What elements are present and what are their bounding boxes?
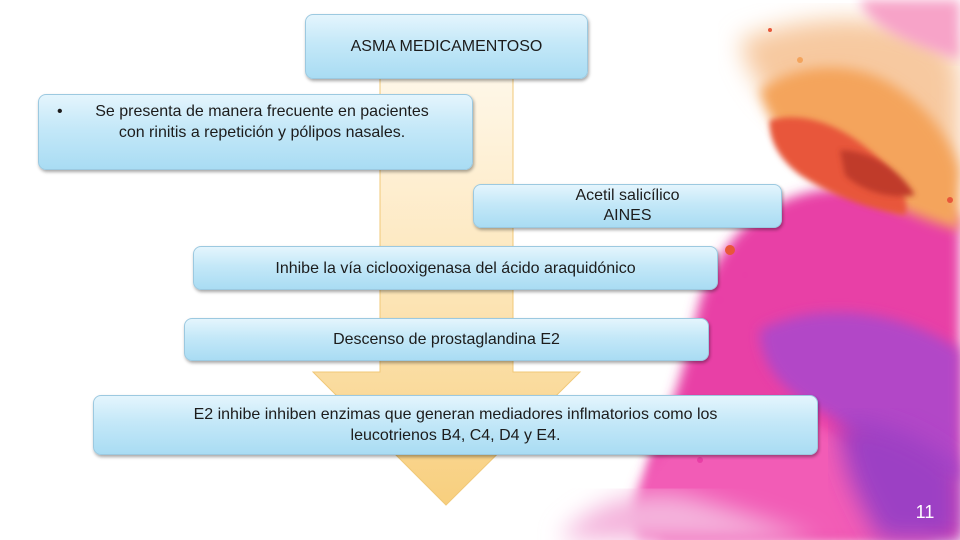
page-number: 11 (915, 502, 935, 522)
step-inhibe-box: Inhibe la vía ciclooxigenasa del ácido a… (193, 246, 718, 290)
drugs-box: Acetil salicílico AINES (473, 184, 782, 228)
step-e2-line1: E2 inhibe inhiben enzimas que generan me… (193, 406, 718, 423)
step-e2-line2: leucotrienos B4, C4, D4 y E4. (350, 427, 561, 444)
step-descenso-box: Descenso de prostaglandina E2 (184, 318, 709, 361)
step-inhibe-text: Inhibe la vía ciclooxigenasa del ácido a… (275, 259, 636, 277)
diagram-title: ASMA MEDICAMENTOSO (350, 38, 543, 55)
drug-nsaids: AINES (603, 207, 652, 224)
bullet-symbol: • (57, 103, 63, 120)
title-box: ASMA MEDICAMENTOSO (305, 14, 588, 79)
bullet-box: • Se presenta de manera frecuente en pac… (38, 94, 473, 170)
step-e2-box: E2 inhibe inhiben enzimas que generan me… (93, 395, 818, 455)
bullet-item: • Se presenta de manera frecuente en pac… (57, 101, 437, 143)
drug-aspirin: Acetil salicílico (575, 187, 680, 204)
step-descenso-text: Descenso de prostaglandina E2 (333, 331, 560, 348)
bullet-text: Se presenta de manera frecuente en pacie… (95, 103, 429, 141)
